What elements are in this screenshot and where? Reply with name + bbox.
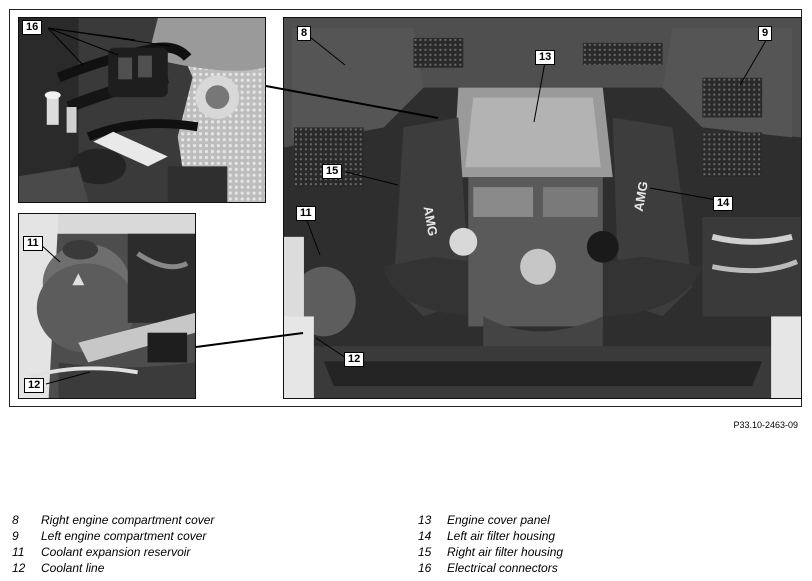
legend-item: 11 Coolant expansion reservoir bbox=[12, 544, 214, 560]
detail-photo-connectors bbox=[18, 17, 266, 203]
main-photo-engine-bay: AMG AMG bbox=[283, 17, 802, 399]
legend-item: 15 Right air filter housing bbox=[418, 544, 563, 560]
connectors-photo-art bbox=[19, 18, 265, 202]
callout-9: 9 bbox=[758, 26, 773, 41]
detail-photo-reservoir bbox=[18, 213, 196, 399]
legend-text: Right engine compartment cover bbox=[41, 513, 215, 527]
callout-13: 13 bbox=[535, 50, 556, 65]
legend-number: 9 bbox=[12, 529, 19, 543]
legend-item: 8 Right engine compartment cover bbox=[12, 512, 214, 528]
legend-text: Engine cover panel bbox=[447, 513, 550, 527]
legend-item: 12 Coolant line bbox=[12, 560, 214, 576]
legend-item: 13 Engine cover panel bbox=[418, 512, 563, 528]
legend-text: Right air filter housing bbox=[447, 545, 564, 559]
legend-text: Electrical connectors bbox=[447, 561, 558, 575]
callout-14: 14 bbox=[713, 196, 734, 211]
amg-badge-left: AMG bbox=[421, 205, 441, 237]
legend-number: 11 bbox=[12, 545, 25, 559]
callout-12-main: 12 bbox=[344, 352, 365, 367]
legend-number: 15 bbox=[418, 545, 432, 559]
legend-number: 8 bbox=[12, 513, 19, 527]
legend-item: 16 Electrical connectors bbox=[418, 560, 563, 576]
engine-bay-photo-art: AMG AMG bbox=[284, 18, 801, 398]
callout-16: 16 bbox=[22, 20, 43, 35]
legend-item: 9 Left engine compartment cover bbox=[12, 528, 214, 544]
legend-text: Coolant expansion reservoir bbox=[41, 545, 191, 559]
reservoir-photo-art bbox=[19, 214, 195, 398]
figure-reference-code: P33.10-2463-09 bbox=[733, 420, 798, 430]
legend-text: Left air filter housing bbox=[447, 529, 556, 543]
callout-11-detail: 11 bbox=[23, 236, 43, 251]
callout-8: 8 bbox=[297, 26, 312, 41]
callout-15: 15 bbox=[322, 164, 343, 179]
callout-11-main: 11 bbox=[296, 206, 316, 221]
legend-number: 12 bbox=[12, 561, 26, 575]
legend-number: 13 bbox=[418, 513, 432, 527]
legend-number: 14 bbox=[418, 529, 432, 543]
callout-12-detail: 12 bbox=[24, 378, 45, 393]
legend-text: Coolant line bbox=[41, 561, 105, 575]
legend-left-column: 8 Right engine compartment cover 9 Left en… bbox=[12, 512, 214, 576]
legend-right-column: 13 Engine cover panel 14 Left air filter h… bbox=[418, 512, 563, 576]
amg-badge-right: AMG bbox=[631, 180, 651, 212]
legend-text: Left engine compartment cover bbox=[41, 529, 207, 543]
legend-item: 14 Left air filter housing bbox=[418, 528, 563, 544]
legend-number: 16 bbox=[418, 561, 432, 575]
